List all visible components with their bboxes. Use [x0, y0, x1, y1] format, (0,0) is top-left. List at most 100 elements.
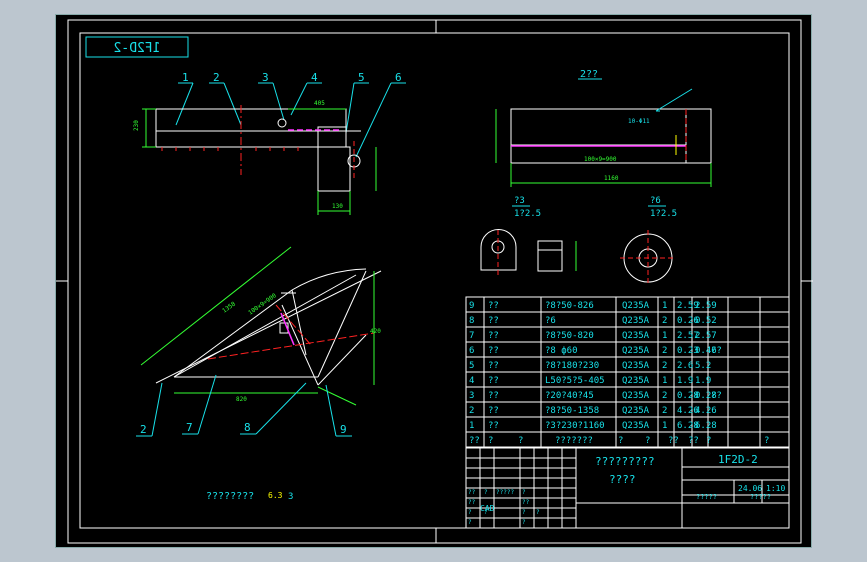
bom-cell-spec: ?8?50-1358 — [545, 406, 599, 416]
bom-cell-qty: 2 — [662, 316, 667, 326]
bom-cell-qty: 1 — [662, 421, 667, 431]
title-cell: ? — [522, 519, 526, 526]
bom-cell-name: ?? — [488, 301, 499, 311]
bom-cell-w2: 5.2 — [695, 361, 711, 371]
title-block: ????????? ???? 1F2D-2 24.06 1:10 ????? ?… — [465, 447, 790, 529]
part-label-5: 5 — [358, 71, 365, 84]
bom-header-code: ? — [518, 436, 523, 446]
title-cell: ? — [484, 489, 488, 496]
bom-cell-note: ?? — [711, 391, 722, 401]
title-cell: ?? — [468, 489, 476, 496]
part-label-3: 3 — [262, 71, 269, 84]
bom-header-spec: ??????? — [555, 436, 593, 446]
bom-cell-w1: 2.6 — [677, 361, 693, 371]
title-cell: ?? — [468, 499, 476, 506]
bom-cell-mat: Q235A — [622, 406, 650, 416]
bom-cell-name: ?? — [488, 391, 499, 401]
bom-cell-qty: 1 — [662, 301, 667, 311]
bom-cell-w1: 0.28 — [677, 391, 699, 401]
part-label-2: 2 — [213, 71, 220, 84]
title-cell: ? — [522, 489, 526, 496]
bom-cell-w1: 1.9 — [677, 376, 693, 386]
lower-assembly-view: 1358 100×9=900 820 420 2 7 8 9 — [136, 246, 381, 437]
svg-text:100×9=900: 100×9=900 — [584, 156, 617, 163]
drawing-canvas: 1F2D-2 1 2 3 4 5 6 130 230 405 — [56, 19, 813, 544]
front-view: 130 230 405 — [133, 100, 377, 215]
bom-cell-w2: 0.28 — [695, 391, 717, 401]
part-label-4: 4 — [311, 71, 318, 84]
bom-header-qty: ? — [618, 436, 623, 446]
drawing-no: 1F2D-2 — [718, 453, 758, 466]
bom-cell-w1: 0.23 — [677, 346, 699, 356]
bom-cell-no: 4 — [469, 376, 474, 386]
bom-cell-w1: 2.59 — [677, 301, 699, 311]
outer-frame — [67, 19, 802, 544]
detail-views: ?3 1?2.5 ?6 1?2.5 — [480, 196, 677, 286]
svg-text:405: 405 — [314, 100, 325, 107]
bom-cell-mat: Q235A — [622, 301, 650, 311]
title-cell: ? — [484, 509, 488, 516]
top-right-view: 2?? 1160 100×9=900 10-Φ11 — [495, 69, 712, 187]
scale-label: ????? — [750, 493, 771, 501]
bom-cell-w1: 2.57 — [677, 331, 699, 341]
part-labels: 1 2 3 4 5 6 — [175, 71, 406, 158]
bom-cell-no: 3 — [469, 391, 474, 401]
bom-header-x: ? — [764, 436, 769, 446]
title-cell: ? — [522, 509, 526, 516]
drawing-sheet: 1F2D-2 1 2 3 4 5 6 130 230 405 — [55, 14, 813, 548]
bom-cell-mat: Q235A — [622, 316, 650, 326]
bom-cell-mat: Q235A — [622, 361, 650, 371]
bom-cell-name: ?? — [488, 346, 499, 356]
svg-text:100×9=900: 100×9=900 — [247, 292, 278, 317]
bom-cell-w2: 2.57 — [695, 331, 717, 341]
lower-label-2: 2 — [140, 423, 147, 436]
bom-cell-no: 5 — [469, 361, 474, 371]
mirrored-title-box — [85, 36, 189, 58]
bom-cell-w2: 0.52 — [695, 316, 717, 326]
roughness-note: ???????? — [206, 491, 254, 502]
bom-cell-mat: Q235A — [622, 346, 650, 356]
bom-cell-name: ?? — [488, 316, 499, 326]
svg-text:820: 820 — [236, 396, 247, 403]
bom-header-name: ? — [488, 436, 493, 446]
bom-cell-spec: ?8?180?230 — [545, 361, 599, 371]
bom-cell-no: 6 — [469, 346, 474, 356]
bom-cell-mat: Q235A — [622, 331, 650, 341]
scale-value: 1:10 — [766, 484, 785, 493]
svg-text:130: 130 — [332, 203, 343, 210]
bom-cell-spec: ?8?50-820 — [545, 331, 594, 341]
weight-label: ????? — [696, 493, 717, 501]
bom-cell-no: 2 — [469, 406, 474, 416]
bom-cell-spec: ?8?50-826 — [545, 301, 594, 311]
bom-cell-w2: 0.46 — [695, 346, 717, 356]
detail-b-label: ?6 — [650, 196, 661, 206]
part-label-1: 1 — [182, 71, 189, 84]
lower-label-7: 7 — [186, 421, 193, 434]
bom-cell-name: ?? — [488, 331, 499, 341]
bom-cell-w2: 2.59 — [695, 301, 717, 311]
bom-cell-spec: L50?5?5-405 — [545, 376, 605, 386]
bom-cell-spec: ?3?230?1160 — [545, 421, 605, 431]
bom-header-mat: ? — [645, 436, 650, 446]
bom-cell-name: ?? — [488, 406, 499, 416]
detail-b-scale: 1?2.5 — [650, 209, 677, 219]
title-cell: ? — [536, 509, 540, 516]
bom-cell-name: ?? — [488, 421, 499, 431]
bom-header-note: ? — [706, 436, 711, 446]
bom-cell-qty: 1 — [662, 331, 667, 341]
detail-a-scale: 1?2.5 — [514, 209, 541, 219]
weight-value: 24.06 — [738, 484, 762, 493]
mirrored-title: 1F2D-2 — [114, 41, 161, 56]
lower-label-8: 8 — [244, 421, 251, 434]
svg-text:420: 420 — [370, 328, 381, 335]
roughness-symbol-b: 3 — [288, 492, 293, 502]
bom-cell-spec: ?8 ф60 — [545, 346, 578, 356]
svg-text:230: 230 — [133, 120, 140, 131]
title-cell: ? — [468, 519, 472, 526]
detail-a-label: ?3 — [514, 196, 525, 206]
bom-cell-note: ?? — [711, 346, 722, 356]
bom-cell-name: ?? — [488, 376, 499, 386]
bom-cell-w2: 4.26 — [695, 406, 717, 416]
bom-header-w1: ?? — [668, 436, 679, 446]
